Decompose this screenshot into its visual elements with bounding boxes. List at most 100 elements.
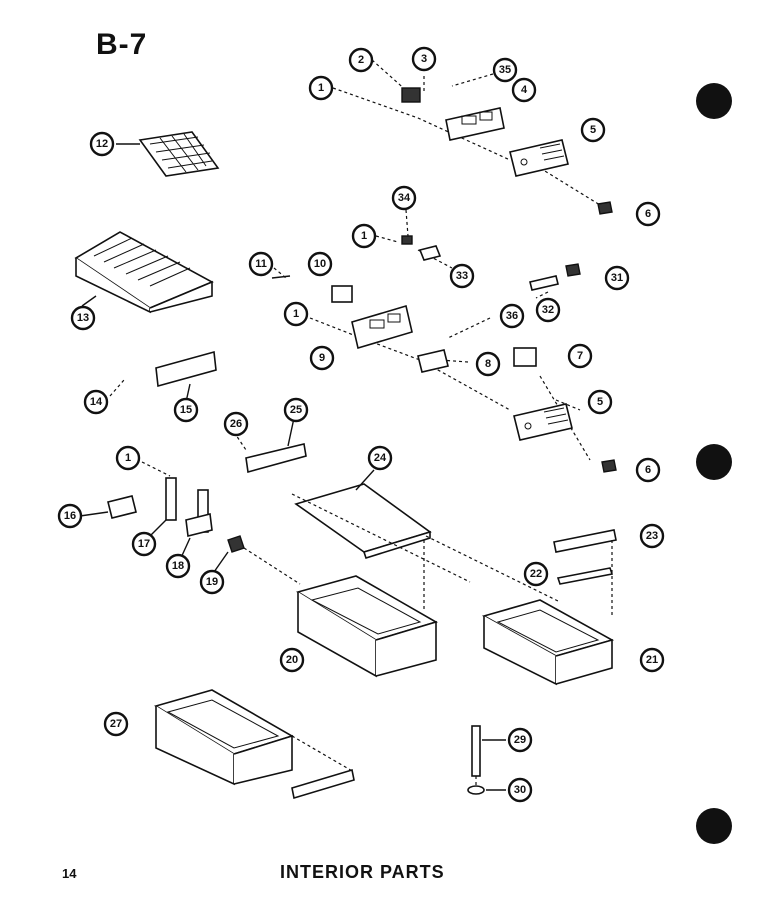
- svg-text:25: 25: [290, 404, 302, 416]
- crisper-drawer-part: [296, 575, 439, 678]
- svg-text:3: 3: [421, 53, 427, 65]
- callout-2: 2: [348, 47, 374, 73]
- drawer-rail-parts: [425, 529, 617, 616]
- page-number: 14: [62, 866, 77, 881]
- binder-hole: [696, 444, 732, 480]
- callout-22: 22: [523, 561, 549, 587]
- shelf-rail-part: [109, 350, 217, 403]
- section-title: INTERIOR PARTS: [280, 862, 445, 882]
- svg-text:2: 2: [358, 54, 364, 66]
- callout-5: 5: [580, 117, 606, 143]
- callout-13: 13: [70, 305, 96, 331]
- svg-text:17: 17: [138, 538, 150, 550]
- post-and-cap-parts: [467, 725, 506, 795]
- callout-12: 12: [89, 131, 115, 157]
- svg-text:12: 12: [96, 138, 108, 150]
- top-control-assembly: [332, 59, 613, 215]
- callout-14: 14: [83, 389, 109, 415]
- callout-15: 15: [173, 397, 199, 423]
- svg-text:4: 4: [521, 84, 528, 96]
- svg-text:36: 36: [506, 310, 518, 322]
- svg-text:22: 22: [530, 568, 542, 580]
- svg-text:1: 1: [293, 308, 299, 320]
- svg-text:9: 9: [319, 352, 325, 364]
- callout-27: 27: [103, 711, 129, 737]
- crisper-cover-part: [291, 469, 471, 612]
- callout-29: 29: [507, 727, 533, 753]
- callout-9: 9: [309, 345, 335, 371]
- svg-text:8: 8: [485, 358, 491, 370]
- svg-text:14: 14: [90, 396, 103, 408]
- svg-text:26: 26: [230, 418, 242, 430]
- callout-3: 3: [411, 46, 437, 72]
- callout-8: 8: [475, 351, 501, 377]
- svg-text:20: 20: [286, 654, 298, 666]
- callout-17: 17: [131, 531, 157, 557]
- callout-1: 1: [351, 223, 377, 249]
- callout-25: 25: [283, 397, 309, 423]
- svg-text:24: 24: [374, 452, 387, 464]
- svg-text:35: 35: [499, 64, 511, 76]
- svg-text:1: 1: [125, 452, 131, 464]
- svg-text:23: 23: [646, 530, 658, 542]
- svg-text:5: 5: [590, 124, 596, 136]
- callout-32: 32: [535, 297, 561, 323]
- callout-36: 36: [499, 303, 525, 329]
- callout-18: 18: [165, 553, 191, 579]
- callout-7: 7: [567, 343, 593, 369]
- svg-text:13: 13: [77, 312, 89, 324]
- svg-text:29: 29: [514, 734, 526, 746]
- callout-26: 26: [223, 411, 249, 437]
- svg-text:11: 11: [255, 258, 267, 270]
- page-title: B-7: [96, 28, 148, 61]
- callout-1: 1: [308, 75, 334, 101]
- callout-24: 24: [367, 445, 393, 471]
- middle-control-assembly: [271, 209, 617, 473]
- svg-text:21: 21: [646, 654, 658, 666]
- binder-hole: [696, 808, 732, 844]
- svg-text:19: 19: [206, 576, 218, 588]
- svg-text:16: 16: [64, 510, 76, 522]
- svg-text:27: 27: [110, 718, 122, 730]
- ice-tray-part: [116, 131, 220, 177]
- callout-35: 35: [492, 57, 518, 83]
- callout-10: 10: [307, 251, 333, 277]
- callout-30: 30: [507, 777, 533, 803]
- svg-text:31: 31: [611, 272, 623, 284]
- svg-text:1: 1: [318, 82, 324, 94]
- svg-text:5: 5: [597, 396, 603, 408]
- meat-drawer-part: [481, 599, 615, 686]
- svg-text:1: 1: [361, 230, 367, 242]
- svg-text:32: 32: [542, 304, 554, 316]
- callout-1: 1: [283, 301, 309, 327]
- callout-31: 31: [604, 265, 630, 291]
- svg-text:6: 6: [645, 464, 651, 476]
- callout-4: 4: [511, 77, 537, 103]
- callout-19: 19: [199, 569, 225, 595]
- callout-34: 34: [391, 185, 417, 211]
- callout-1: 1: [115, 445, 141, 471]
- svg-text:15: 15: [180, 404, 192, 416]
- pan-rail-part: [233, 417, 307, 474]
- svg-text:7: 7: [577, 350, 583, 362]
- callout-5: 5: [587, 389, 613, 415]
- callout-6: 6: [635, 201, 661, 227]
- ice-bin-part: [74, 231, 214, 314]
- svg-text:6: 6: [645, 208, 651, 220]
- callout-20: 20: [279, 647, 305, 673]
- svg-text:30: 30: [514, 784, 526, 796]
- callout-16: 16: [57, 503, 83, 529]
- storage-pan-part: [154, 689, 355, 800]
- callout-23: 23: [639, 523, 665, 549]
- svg-text:18: 18: [172, 560, 184, 572]
- binder-hole: [696, 83, 732, 119]
- callout-11: 11: [248, 251, 274, 277]
- callout-33: 33: [449, 263, 475, 289]
- support-bracket-group: [79, 461, 301, 585]
- callout-21: 21: [639, 647, 665, 673]
- svg-text:33: 33: [456, 270, 468, 282]
- svg-text:34: 34: [398, 192, 411, 204]
- callout-6: 6: [635, 457, 661, 483]
- svg-text:10: 10: [314, 258, 326, 270]
